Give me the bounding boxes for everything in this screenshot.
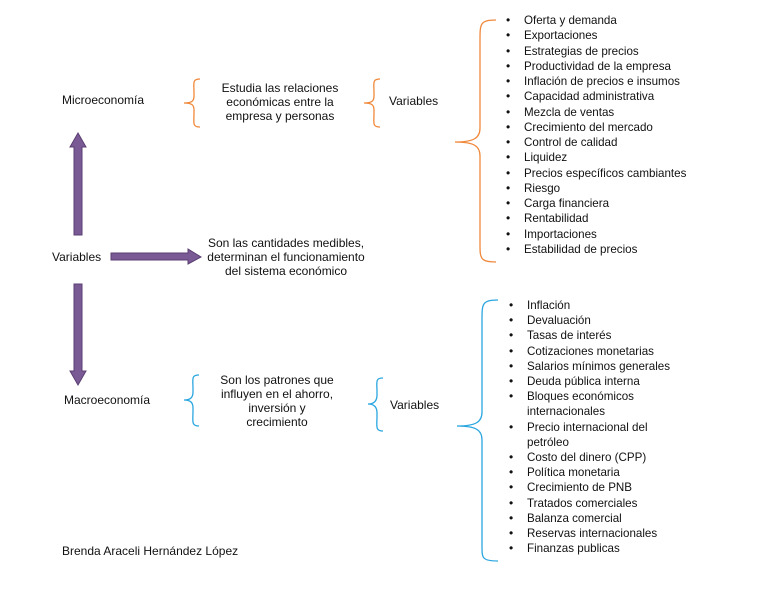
list-item: Riesgo	[506, 181, 686, 197]
list-item: Costo del dinero (CPP)	[509, 450, 670, 465]
microeconomia-description: Estudia las relaciones económicas entre …	[205, 81, 355, 123]
list-item: Balanza comercial	[509, 511, 670, 526]
list-item: Política monetaria	[509, 465, 670, 480]
list-item: Tratados comerciales	[509, 496, 670, 511]
list-item: Inflación	[509, 298, 670, 313]
list-item: Deuda pública interna	[509, 374, 670, 389]
macroeconomia-description-line: inversión y	[248, 401, 306, 415]
list-item: Reservas internacionales	[509, 526, 670, 541]
list-item: Crecimiento de PNB	[509, 480, 670, 495]
micro-variables-brace	[363, 78, 381, 128]
list-item: Oferta y demanda	[506, 13, 686, 29]
macro-list-brace	[456, 299, 499, 562]
microeconomia-label: Microeconomía	[62, 93, 145, 107]
list-item: Control de calidad	[506, 135, 686, 151]
list-item: Estabilidad de precios	[506, 242, 686, 258]
macro-desc-brace	[183, 374, 200, 427]
macroeconomia-description-line: influyen en el ahorro,	[220, 387, 334, 401]
list-item: Crecimiento del mercado	[506, 120, 686, 136]
list-item: Salarios mínimos generales	[509, 359, 670, 374]
variables-definition-line: del sistema económico	[224, 264, 348, 278]
arrow-right-to-definition	[110, 248, 203, 265]
list-item: Cotizaciones monetarias	[509, 344, 670, 359]
variables-definition-line: Son las cantidades medibles,	[207, 236, 365, 250]
micro-variables-label: Variables	[389, 94, 439, 108]
variables-definition: Son las cantidades medibles, determinan …	[203, 236, 369, 278]
microeconomia-description-line: económicas entre la	[226, 95, 334, 109]
micro-desc-brace	[183, 78, 201, 128]
microeconomia-description-line: Estudia las relaciones	[221, 81, 339, 95]
list-item: Estrategias de precios	[506, 44, 686, 60]
list-item: Productividad de la empresa	[506, 59, 686, 75]
list-item: Devaluación	[509, 313, 670, 328]
macro-variables-brace	[367, 377, 384, 432]
macro-variables-label: Variables	[390, 398, 440, 412]
list-item: Capacidad administrativa	[506, 89, 686, 105]
list-item: Tasas de interés	[509, 328, 670, 343]
list-item: Bloques económicos internacionales	[509, 389, 670, 419]
variables-definition-line: determinan el funcionamiento	[207, 250, 365, 264]
macroeconomia-description: Son los patrones que influyen en el ahor…	[204, 373, 350, 429]
micro-variables-list: Oferta y demanda Exportaciones Estrategi…	[506, 13, 686, 257]
list-item: Liquidez	[506, 150, 686, 166]
list-item: Precios específicos cambiantes	[506, 166, 686, 182]
list-item: Rentabilidad	[506, 211, 686, 227]
micro-list-brace	[454, 19, 497, 263]
macroeconomia-label: Macroeconomía	[64, 393, 151, 407]
microeconomia-description-line: empresa y personas	[225, 109, 335, 123]
arrow-up-to-microeconomia	[69, 131, 87, 236]
macroeconomia-description-line: Son los patrones que	[220, 373, 334, 387]
arrow-down-to-macroeconomia	[69, 283, 87, 387]
list-item: Inflación de precios e insumos	[506, 74, 686, 90]
macro-variables-list: Inflación Devaluación Tasas de interés C…	[509, 298, 670, 557]
list-item: Carga financiera	[506, 196, 686, 212]
list-item: Importaciones	[506, 227, 686, 243]
list-item: Finanzas publicas	[509, 541, 670, 556]
macroeconomia-description-line: crecimiento	[246, 415, 308, 429]
list-item: Exportaciones	[506, 28, 686, 44]
author-name: Brenda Araceli Hernández López	[62, 544, 239, 558]
list-item: Mezcla de ventas	[506, 105, 686, 121]
variables-root-label: Variables	[52, 250, 102, 264]
list-item: Precio internacional del petróleo	[509, 420, 670, 450]
